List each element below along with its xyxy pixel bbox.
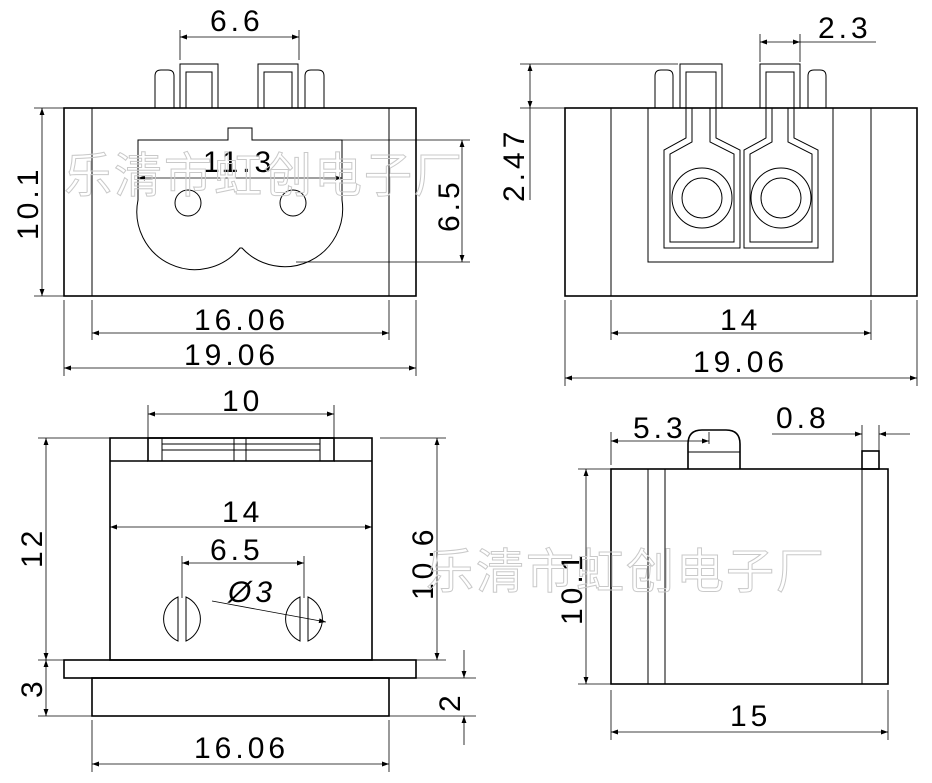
front-view: 6.6 11.3 10.1 6.5 16.06 19.06 bbox=[12, 5, 470, 376]
top-pin bbox=[861, 450, 880, 470]
dim-14-top: 14 bbox=[720, 304, 761, 337]
dim-2: 2 bbox=[434, 691, 467, 712]
screw-right bbox=[750, 167, 812, 229]
top-view: 10 14 6.5 Ø3 12 3 10.6 2 16. bbox=[16, 385, 476, 772]
watermark-bottom: 乐清市虹创电子厂 bbox=[426, 544, 826, 600]
terminal-pins bbox=[154, 63, 325, 108]
side-view: 5.3 0.8 10.1 15 bbox=[556, 402, 910, 740]
dim-3: 3 bbox=[16, 677, 49, 698]
socket-outline bbox=[136, 127, 344, 271]
dim-0-8: 0.8 bbox=[776, 402, 830, 435]
dim-6-5-right: 6.5 bbox=[433, 178, 466, 232]
dim-16-06-bottom: 16.06 bbox=[194, 732, 289, 765]
dim-6-6: 6.6 bbox=[210, 5, 264, 38]
dim-10-6: 10.6 bbox=[407, 526, 440, 600]
dim-19-06-top-right: 19.06 bbox=[693, 346, 788, 379]
pin-left bbox=[163, 596, 179, 642]
dim-2-47: 2.47 bbox=[498, 128, 531, 202]
dim-16-06-top: 16.06 bbox=[194, 304, 289, 337]
dim-19-06-top: 19.06 bbox=[184, 339, 279, 372]
dim-14-bottom: 14 bbox=[222, 496, 263, 529]
dim-6-5-bottom: 6.5 bbox=[210, 534, 264, 567]
terminal-pins bbox=[654, 63, 827, 108]
top-bump bbox=[687, 429, 741, 469]
dim-5-3: 5.3 bbox=[633, 412, 687, 445]
terminal-plates bbox=[663, 108, 819, 249]
dim-10: 10 bbox=[222, 385, 263, 418]
dim-10-1-left: 10.1 bbox=[12, 166, 45, 240]
dim-2-3: 2.3 bbox=[818, 12, 872, 45]
screw-left bbox=[671, 167, 733, 229]
dim-10-1-right: 10.1 bbox=[556, 551, 589, 625]
pin-hole-right bbox=[279, 189, 307, 217]
rear-view: 2.3 2.47 14 19.06 bbox=[498, 12, 918, 386]
dim-11-3: 11.3 bbox=[203, 146, 275, 179]
pin-right bbox=[285, 596, 301, 642]
dim-15: 15 bbox=[730, 700, 771, 733]
watermark-top: 乐清市虹创电子厂 bbox=[64, 148, 464, 204]
dim-diameter-3: Ø3 bbox=[227, 576, 276, 609]
pin-hole-left bbox=[174, 189, 202, 217]
dim-12: 12 bbox=[16, 527, 49, 568]
